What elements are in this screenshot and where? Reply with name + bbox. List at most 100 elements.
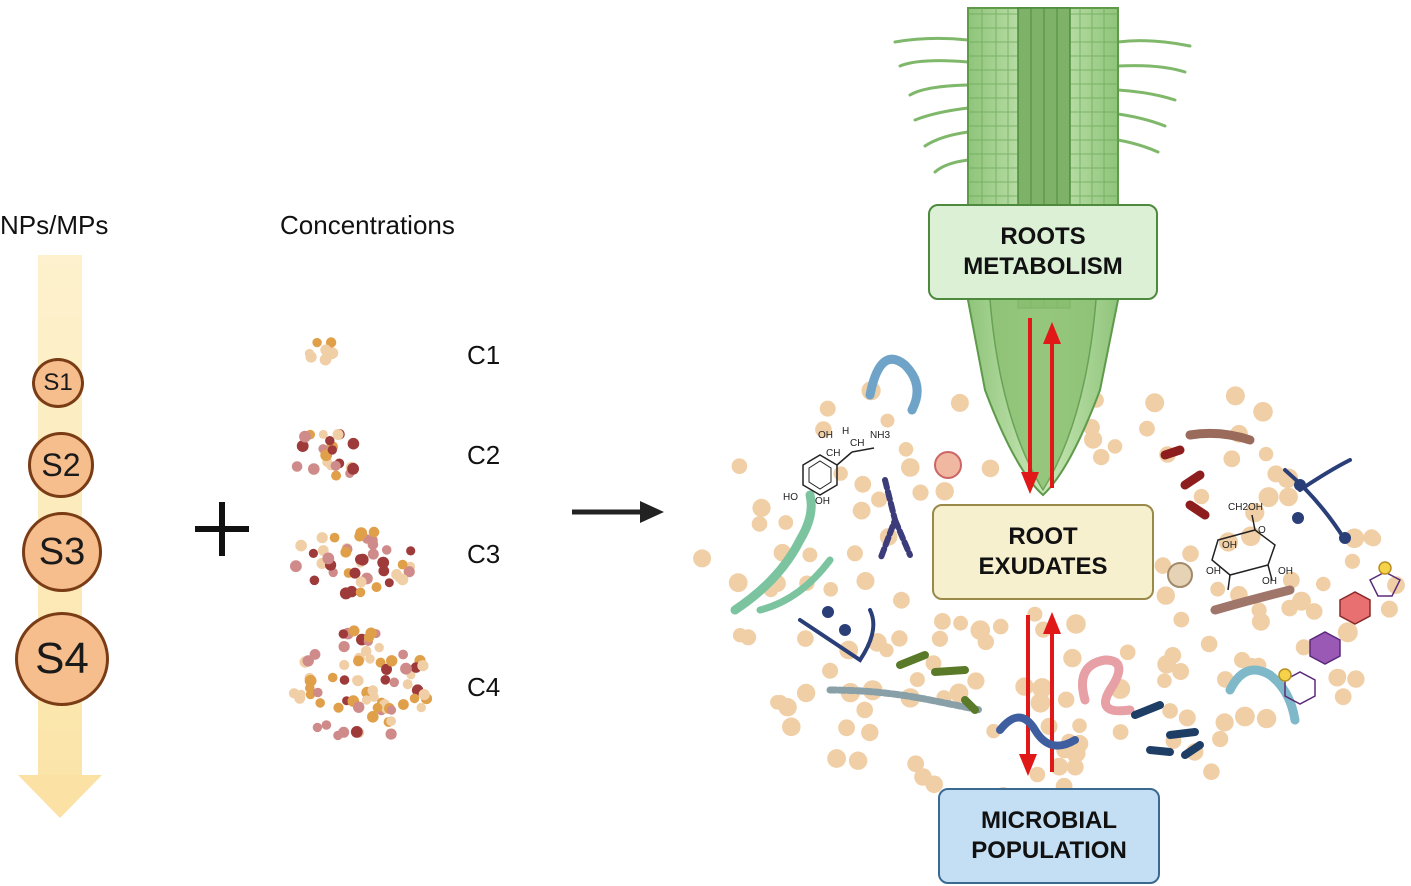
roots-metabolism-line2: METABOLISM <box>963 253 1123 280</box>
soil-particle <box>1145 393 1165 413</box>
soil-particle <box>1066 614 1086 634</box>
soil-particle <box>1281 599 1298 617</box>
concentration-particle <box>348 625 360 637</box>
soil-particle <box>898 442 914 457</box>
microbial-population-line2: POPULATION <box>971 837 1127 864</box>
concentration-particle <box>386 655 398 667</box>
concentration-particle <box>347 462 359 475</box>
concentration-particle <box>381 663 392 675</box>
concentration-label-c1: C1 <box>467 340 501 370</box>
soil-particle <box>846 545 863 562</box>
concentration-particle <box>367 548 379 560</box>
soil-particle <box>778 515 794 530</box>
soil-particle <box>1258 446 1274 462</box>
soil-particle <box>1058 691 1075 708</box>
microbial-organisms <box>730 354 1352 759</box>
concentration-particle <box>367 685 379 696</box>
soil-particle <box>815 421 832 438</box>
molecule-label-ch1: CH <box>826 448 841 459</box>
soil-particle <box>891 630 908 647</box>
soil-particle <box>752 498 771 517</box>
concentration-particle <box>305 351 317 363</box>
concentration-particle <box>327 445 337 455</box>
soil-particle <box>1282 571 1300 589</box>
concentration-particle <box>352 675 364 687</box>
soil-particle <box>1182 545 1199 562</box>
size-label-s4: S4 <box>35 634 89 683</box>
molecule-label-ch2oh: CH2OH <box>1228 502 1264 513</box>
soil-particles <box>693 366 1405 801</box>
soil-particle <box>931 630 949 647</box>
concentration-particle <box>378 565 390 577</box>
arrow-metabolism-exudates <box>1021 318 1061 494</box>
molecule-label-o: O <box>1258 525 1266 536</box>
soil-particle <box>838 719 855 737</box>
concentration-particle <box>339 659 350 671</box>
soil-particle <box>1253 402 1273 422</box>
concentration-particle <box>417 660 429 672</box>
soil-particle <box>977 633 994 651</box>
soil-particle <box>1223 450 1241 468</box>
concentration-particle <box>368 526 380 538</box>
concentration-particle <box>290 560 302 573</box>
concentration-particle <box>339 675 350 685</box>
size-label-s2: S2 <box>41 446 81 483</box>
concentration-particle <box>338 641 350 653</box>
concentration-particle <box>308 548 318 559</box>
soil-particle <box>1337 622 1358 643</box>
size-label-s1: S1 <box>43 369 73 396</box>
soil-particle <box>856 572 875 590</box>
soil-particle <box>1040 717 1058 735</box>
concentration-particle <box>308 463 320 475</box>
roots-metabolism-line1: ROOTS <box>1000 223 1086 250</box>
concentration-particle <box>313 687 323 698</box>
concentration-particle <box>299 430 311 443</box>
soil-particle <box>1156 586 1176 605</box>
soil-particle <box>1172 663 1190 680</box>
root-exudates-box: ROOT EXUDATES <box>932 504 1154 600</box>
concentration-label-c2: C2 <box>467 440 501 470</box>
concentration-particle <box>318 429 328 439</box>
concentration-particle <box>291 461 303 472</box>
molecule-label-ho: HO <box>783 492 798 503</box>
size-label-s3: S3 <box>38 530 86 573</box>
concentration-particle-clusters <box>288 337 433 741</box>
soil-particle <box>909 672 925 688</box>
concentration-particle <box>384 578 394 588</box>
soil-particle <box>693 549 712 568</box>
concentration-particle <box>355 576 367 588</box>
concentration-particle <box>355 527 368 539</box>
concentration-particle <box>338 726 350 738</box>
soil-particle <box>1334 688 1352 706</box>
concentration-particle <box>325 337 337 348</box>
concentration-particle <box>349 567 361 579</box>
concentration-particle <box>331 470 342 481</box>
soil-particle <box>823 582 838 597</box>
soil-particle <box>833 466 848 481</box>
soil-particle <box>1218 532 1238 552</box>
concentration-particle <box>374 642 384 653</box>
concentration-particle <box>377 556 390 569</box>
concentration-particle <box>322 552 335 565</box>
molecule-label-oh3: OH <box>1222 540 1237 551</box>
soil-particle <box>1162 703 1178 719</box>
concentration-particle <box>305 683 315 693</box>
soil-particle <box>1164 647 1182 664</box>
concentration-particle <box>353 655 364 667</box>
soil-particle <box>1380 600 1398 618</box>
concentration-particle <box>340 546 352 558</box>
concentration-particle <box>353 701 365 713</box>
soil-particle <box>907 755 925 773</box>
soil-particle <box>1154 557 1172 574</box>
soil-particle <box>1200 635 1218 653</box>
soil-particle <box>1203 763 1220 780</box>
concentration-particle <box>325 436 335 446</box>
soil-particle <box>1365 531 1382 547</box>
process-arrow <box>572 501 664 523</box>
soil-particle <box>970 622 986 638</box>
concentration-particle <box>320 344 332 356</box>
soil-particle <box>802 547 818 563</box>
molecule-label-oh1: OH <box>818 430 833 441</box>
roots-metabolism-box: ROOTS METABOLISM <box>928 204 1158 300</box>
soil-particle <box>1235 706 1255 727</box>
